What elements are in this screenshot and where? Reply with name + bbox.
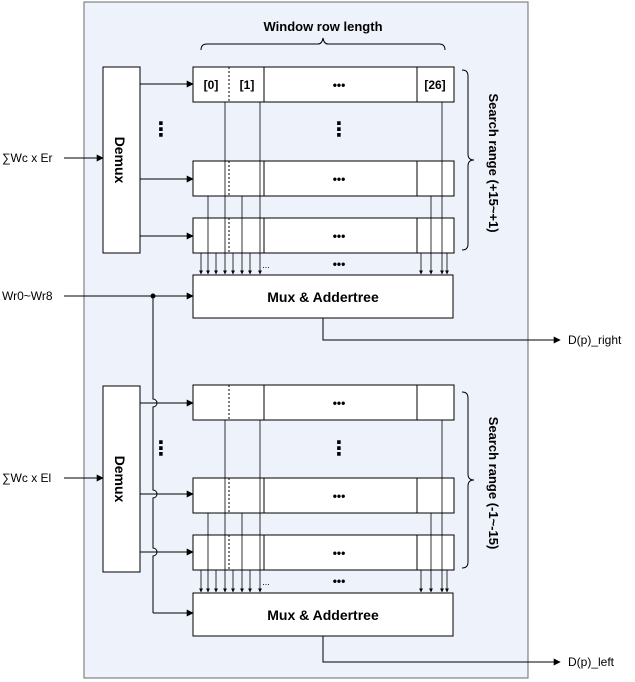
vertical-ellipsis: ⋮: [329, 119, 349, 141]
buffer-row-top-3: [192, 217, 455, 254]
cell-label-1: [1]: [240, 78, 255, 92]
output-left-label: D(p)_left: [568, 655, 615, 669]
tap-small-dots: ...: [262, 260, 270, 270]
row-ellipsis: •••: [333, 229, 346, 243]
row-ellipsis: •••: [333, 78, 346, 92]
output-right-arrow: [322, 318, 561, 344]
input-weights-label: Wr0~Wr8: [2, 289, 53, 303]
demux-top-label: Demux: [112, 137, 128, 184]
below-rows-ellipsis: •••: [333, 257, 346, 271]
mux-addertree-bottom-label: Mux & Addertree: [267, 607, 379, 623]
input-bottom-label: ∑Wc x El: [2, 471, 51, 485]
input-top-label: ∑Wc x Er: [2, 151, 53, 165]
mux-addertree-top-label: Mux & Addertree: [267, 289, 379, 305]
search-range-bottom-label: Search range (-1~-15): [486, 417, 501, 550]
buffer-row-bottom-2: [192, 477, 455, 514]
cell-label-0: [0]: [204, 78, 219, 92]
search-range-top-label: Search range (+15~+1): [486, 93, 501, 232]
buffer-row-bottom-1: [192, 384, 455, 421]
search-range-bottom-brace: [461, 391, 475, 569]
demux-top-box: [102, 66, 141, 254]
below-rows-ellipsis: •••: [333, 574, 346, 588]
buffer-row-bottom-3: [192, 534, 455, 571]
output-left-arrow: [322, 636, 561, 666]
mux-addertree-bottom: [192, 592, 454, 637]
window-row-length-label: Window row length: [263, 19, 382, 34]
window-row-length-brace: [200, 37, 446, 51]
vertical-ellipsis: ⋮: [151, 119, 171, 141]
tap-small-dots: ...: [262, 577, 270, 587]
vertical-ellipsis: ⋮: [329, 438, 349, 460]
search-range-top-brace: [461, 69, 475, 251]
vertical-ellipsis: ⋮: [151, 438, 171, 460]
row-ellipsis: •••: [333, 546, 346, 560]
row-ellipsis: •••: [333, 172, 346, 186]
buffer-row-top-2: [192, 160, 455, 197]
row-ellipsis: •••: [333, 396, 346, 410]
row-ellipsis: •••: [333, 489, 346, 503]
output-right-label: D(p)_right: [568, 333, 622, 347]
demux-bottom-label: Demux: [112, 456, 128, 503]
buffer-row-top-1: [192, 66, 455, 103]
cell-label-26: [26]: [424, 78, 445, 92]
